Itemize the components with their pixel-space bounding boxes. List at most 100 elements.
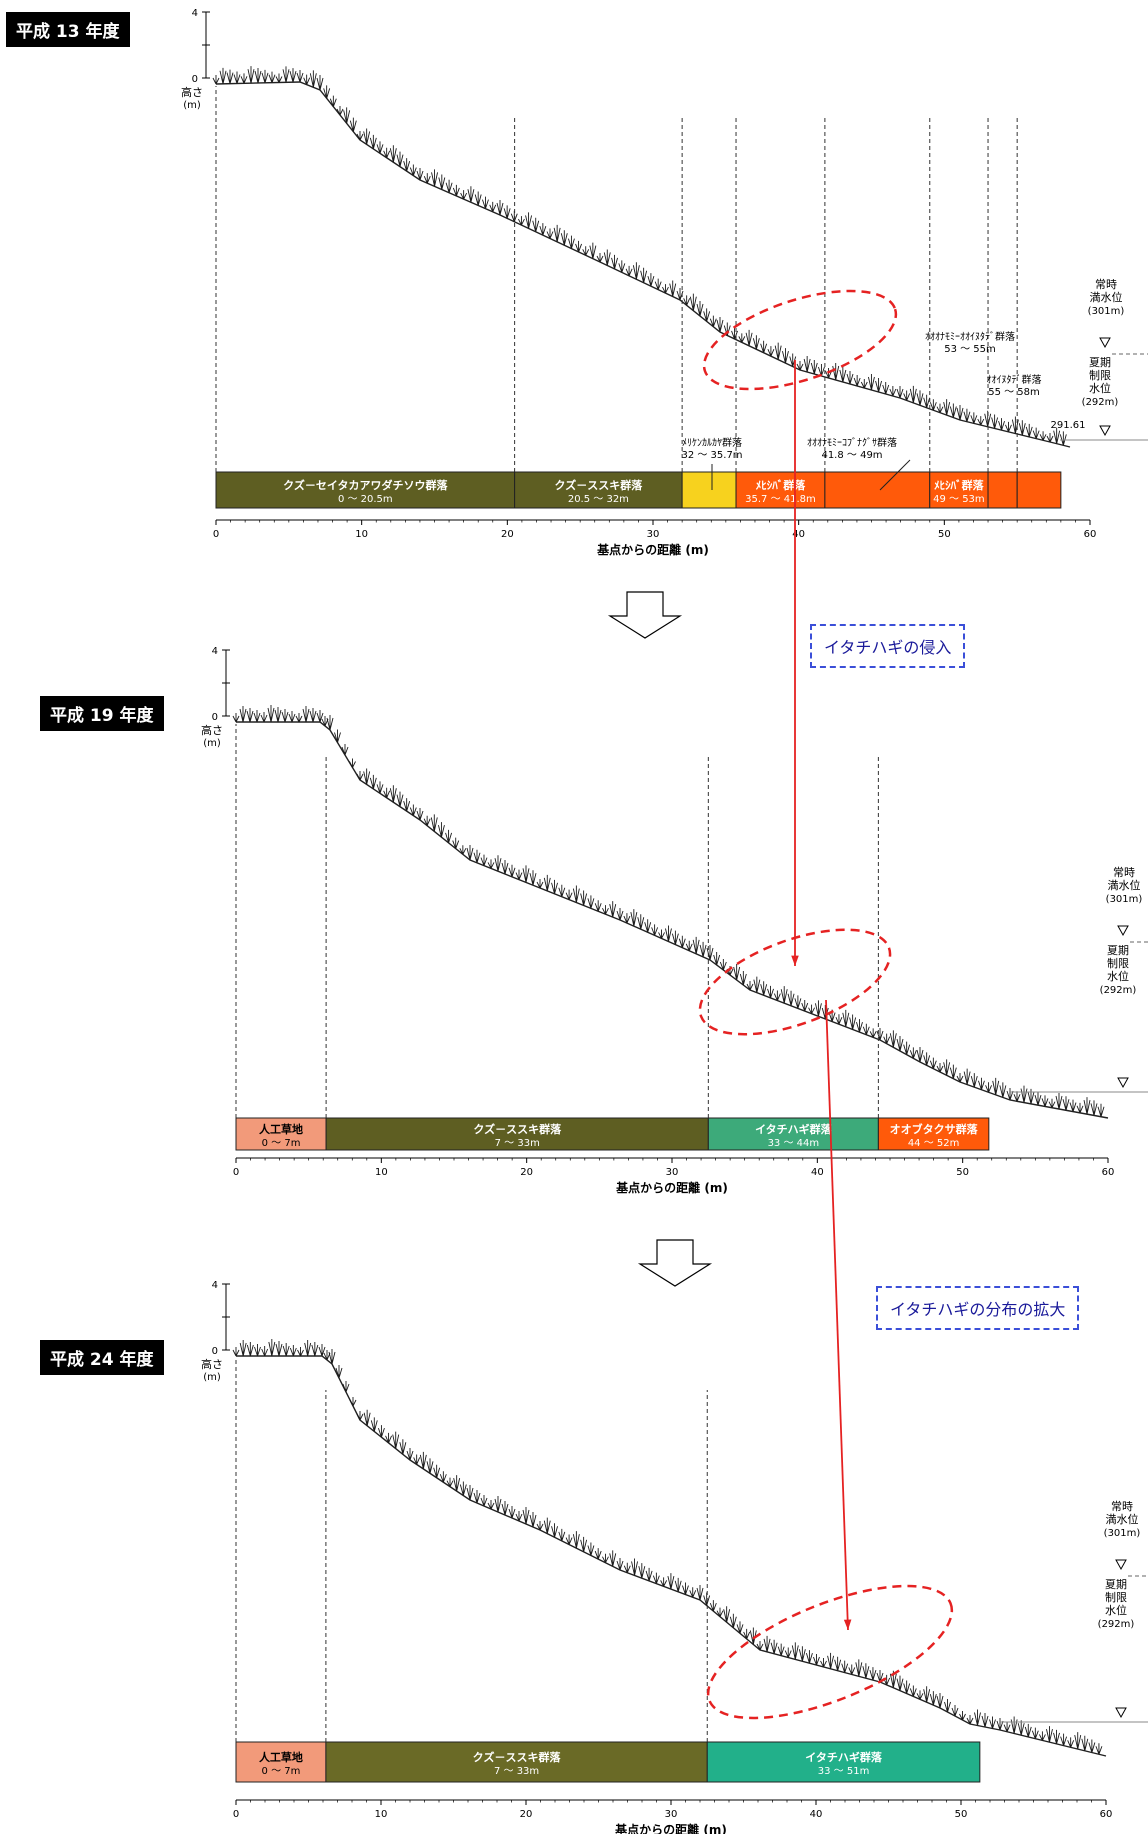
x-tick-label: 0 (233, 1809, 239, 1820)
vegetation-stroke (646, 1568, 652, 1581)
community-callout-label: ｵｵｵﾅﾓﾐｰｵｵｲﾇﾀﾃﾞ群落 (925, 330, 1015, 343)
vegetation-stroke (795, 995, 801, 1008)
community-band-label: 人工草地 (259, 1750, 303, 1764)
vegetation-stroke (964, 409, 970, 422)
vegetation-stroke (897, 386, 903, 398)
vegetation-stroke (1039, 1731, 1045, 1740)
vegetation-stroke (573, 886, 579, 903)
vegetation-stroke (638, 914, 644, 929)
water-level-value: (292m) (1100, 985, 1137, 996)
vegetation-stroke (573, 1531, 579, 1548)
vegetation-stroke (668, 1573, 674, 1589)
vegetation-stroke (682, 1583, 688, 1595)
vegetation-stroke (675, 1578, 681, 1592)
vegetation-stroke (804, 356, 810, 372)
vegetation-stroke (610, 901, 616, 917)
community-band-range: 7 ～ 33m (494, 1766, 539, 1777)
year-label-h19: 平成 19 年度 (40, 696, 164, 731)
vegetation-stroke (782, 348, 788, 363)
vegetation-stroke (509, 865, 515, 877)
vegetation-stroke (781, 986, 787, 1003)
x-tick-label: 30 (666, 1167, 679, 1178)
vegetation-stroke (502, 860, 508, 874)
year-label-h13: 平成 13 年度 (6, 12, 130, 47)
vegetation-stroke (526, 212, 532, 228)
vegetation-stroke (619, 260, 625, 272)
community-band-label: ﾒﾋｼﾊﾞ群落 (756, 478, 806, 492)
vegetation-stroke (917, 1047, 923, 1062)
vegetation-stroke (467, 1485, 473, 1500)
vegetation-stroke (305, 1340, 311, 1356)
vegetation-stroke (863, 1663, 869, 1678)
vegetation-stroke (993, 1078, 999, 1095)
panel-0: 40高さ(m)クズ－セイタカアワダチソウ群落0 ～ 20.5mクズ－ススキ群落2… (181, 8, 1148, 557)
vegetation-stroke (835, 1657, 841, 1671)
water-level-label: 常時 (1095, 278, 1117, 291)
vegetation-stroke (856, 1019, 862, 1032)
y-tick-label: 0 (192, 74, 198, 85)
vegetation-stroke (282, 709, 288, 722)
vegetation-stroke (248, 66, 254, 83)
vegetation-stroke (975, 1710, 981, 1726)
vegetation-stroke (978, 416, 984, 425)
vegetation-stroke (1061, 1734, 1067, 1746)
vegetation-stroke (648, 273, 654, 286)
vegetation-stroke (870, 1667, 876, 1680)
vegetation-stroke (427, 1458, 433, 1473)
vegetation-stroke (775, 343, 781, 360)
vegetation-stroke (917, 390, 923, 405)
vegetation-stroke (768, 986, 774, 998)
water-level-label: 満水位 (1090, 290, 1123, 304)
vegetation-stroke (950, 1065, 956, 1079)
x-tick-label: 30 (647, 529, 660, 540)
vegetation-stroke (944, 1059, 950, 1075)
vegetation-stroke (312, 1342, 318, 1356)
vegetation-stroke (1033, 428, 1039, 439)
vegetation-stroke (1047, 433, 1053, 442)
vegetation-stroke (1032, 1728, 1038, 1739)
water-level-label: 満水位 (1106, 1512, 1139, 1526)
vegetation-stroke (868, 374, 874, 390)
community-band-range: 20.5 ～ 32m (568, 494, 629, 505)
vegetation-stroke (1054, 1730, 1060, 1744)
vegetation-stroke (397, 152, 403, 167)
vegetation-stroke (269, 72, 275, 83)
vegetation-stroke (999, 418, 1005, 430)
vegetation-stroke (856, 1659, 862, 1676)
vegetation-stroke (1035, 1092, 1041, 1105)
x-tick-label: 60 (1100, 1809, 1113, 1820)
vegetation-stroke (342, 744, 348, 755)
water-level-marker (1100, 426, 1110, 435)
water-level-value: (292m) (1082, 397, 1119, 408)
water-level-marker (1116, 1560, 1126, 1569)
vegetation-stroke (957, 405, 963, 420)
water-level-marker (1116, 1708, 1126, 1717)
water-level-marker (1100, 338, 1110, 347)
community-band-range: 49 ～ 53m (933, 494, 985, 505)
vegetation-stroke (632, 1558, 638, 1575)
water-level-label: 常時 (1111, 1500, 1133, 1513)
vegetation-stroke (298, 1347, 304, 1356)
vegetation-stroke (1089, 1740, 1095, 1753)
vegetation-stroke (475, 191, 481, 205)
vegetation-stroke (821, 1658, 827, 1667)
vegetation-stroke (617, 908, 623, 920)
vegetation-stroke (753, 335, 759, 349)
vegetation-stroke (283, 1343, 289, 1356)
vegetation-stroke (1091, 1100, 1097, 1115)
community-band-label: クズ－ススキ群落 (473, 1122, 562, 1136)
vegetation-stroke (672, 931, 678, 945)
vegetation-stroke (275, 707, 281, 722)
vegetation-stroke (290, 1345, 296, 1356)
community-band-range: 7 ～ 33m (495, 1138, 540, 1149)
vegetation-stroke (792, 1642, 798, 1659)
vegetation-stroke (303, 706, 309, 722)
vegetation-stroke (227, 70, 233, 84)
vegetation-stroke (1070, 1100, 1076, 1112)
vegetation-stroke (495, 855, 501, 871)
x-tick-label: 40 (811, 1167, 824, 1178)
vegetation-stroke (568, 236, 574, 249)
water-level-label: 水位 (1089, 381, 1111, 395)
vegetation-stroke (336, 1365, 342, 1378)
